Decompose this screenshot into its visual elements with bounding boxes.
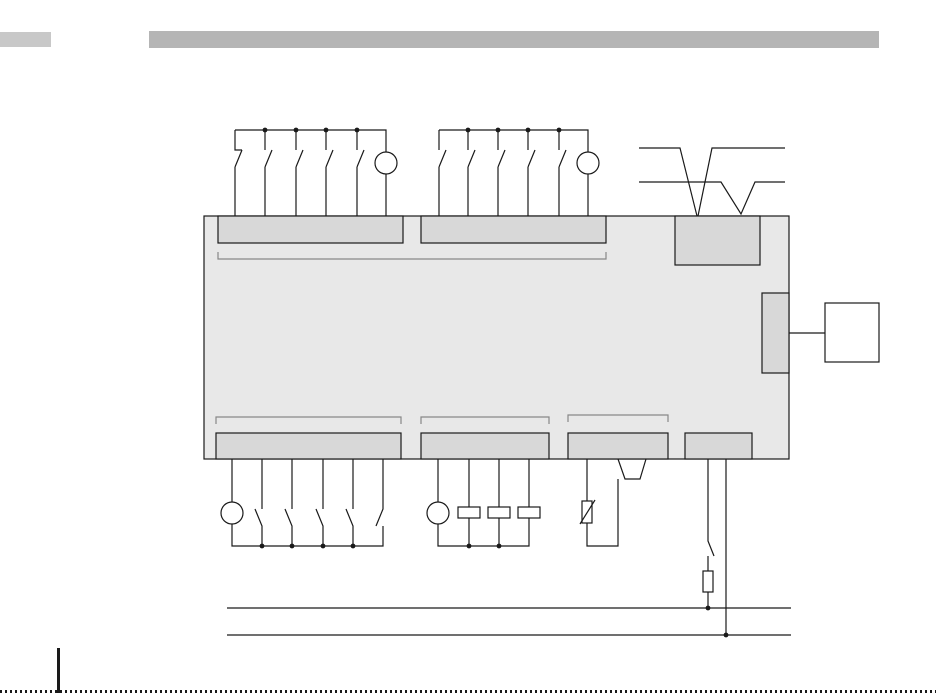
junction-dot — [466, 128, 471, 133]
right-side-port — [762, 293, 789, 373]
switch — [296, 130, 303, 216]
switch — [316, 459, 323, 546]
junction-dot — [526, 128, 531, 133]
switch — [439, 130, 446, 216]
switch — [498, 130, 505, 216]
bottom-terminal-block-3 — [568, 433, 668, 459]
switch — [255, 459, 262, 546]
junction-dot — [290, 544, 295, 549]
circle-sensor — [375, 152, 397, 174]
switch — [346, 459, 353, 546]
junction-dot — [497, 544, 502, 549]
bottom-terminal-block-2 — [421, 433, 549, 459]
junction-dot — [260, 544, 265, 549]
junction-dot — [263, 128, 268, 133]
switch — [376, 459, 383, 526]
junction-dot — [496, 128, 501, 133]
switch — [708, 459, 714, 571]
junction-dot — [324, 128, 329, 133]
junction-dot — [294, 128, 299, 133]
junction-dot — [321, 544, 326, 549]
junction-dot — [557, 128, 562, 133]
junction-dot — [355, 128, 360, 133]
bottom-analog-group — [580, 459, 646, 546]
common-bus — [235, 130, 386, 152]
top-right-module — [675, 216, 760, 265]
top-left-input-group — [235, 130, 397, 216]
top-middle-input-group — [439, 130, 599, 216]
top-terminal-block-2 — [421, 216, 606, 243]
switch — [265, 130, 272, 216]
resistor-load — [458, 507, 480, 518]
top-terminal-block-1 — [218, 216, 403, 243]
common-bus — [439, 130, 588, 152]
switch — [235, 130, 242, 216]
circle-sensor — [577, 152, 599, 174]
bottom-left-output-group — [221, 459, 383, 546]
external-device-box — [825, 303, 879, 362]
fuse — [703, 571, 713, 592]
switch — [326, 130, 333, 216]
junction-dot — [467, 544, 472, 549]
switch — [528, 130, 535, 216]
switch — [468, 130, 475, 216]
bus-lines — [639, 148, 785, 216]
switch — [285, 459, 292, 546]
circle-sensor — [427, 502, 449, 524]
junction-dot — [706, 606, 711, 611]
bottom-terminal-block-4 — [685, 433, 752, 459]
junction-dot — [351, 544, 356, 549]
switch — [559, 130, 566, 216]
bottom-terminal-block-1 — [216, 433, 401, 459]
circle-sensor — [221, 502, 243, 524]
switch — [357, 130, 364, 216]
resistor-load — [488, 507, 510, 518]
resistor-load — [518, 507, 540, 518]
junction-dot — [724, 633, 729, 638]
bottom-middle-output-group — [427, 459, 540, 546]
